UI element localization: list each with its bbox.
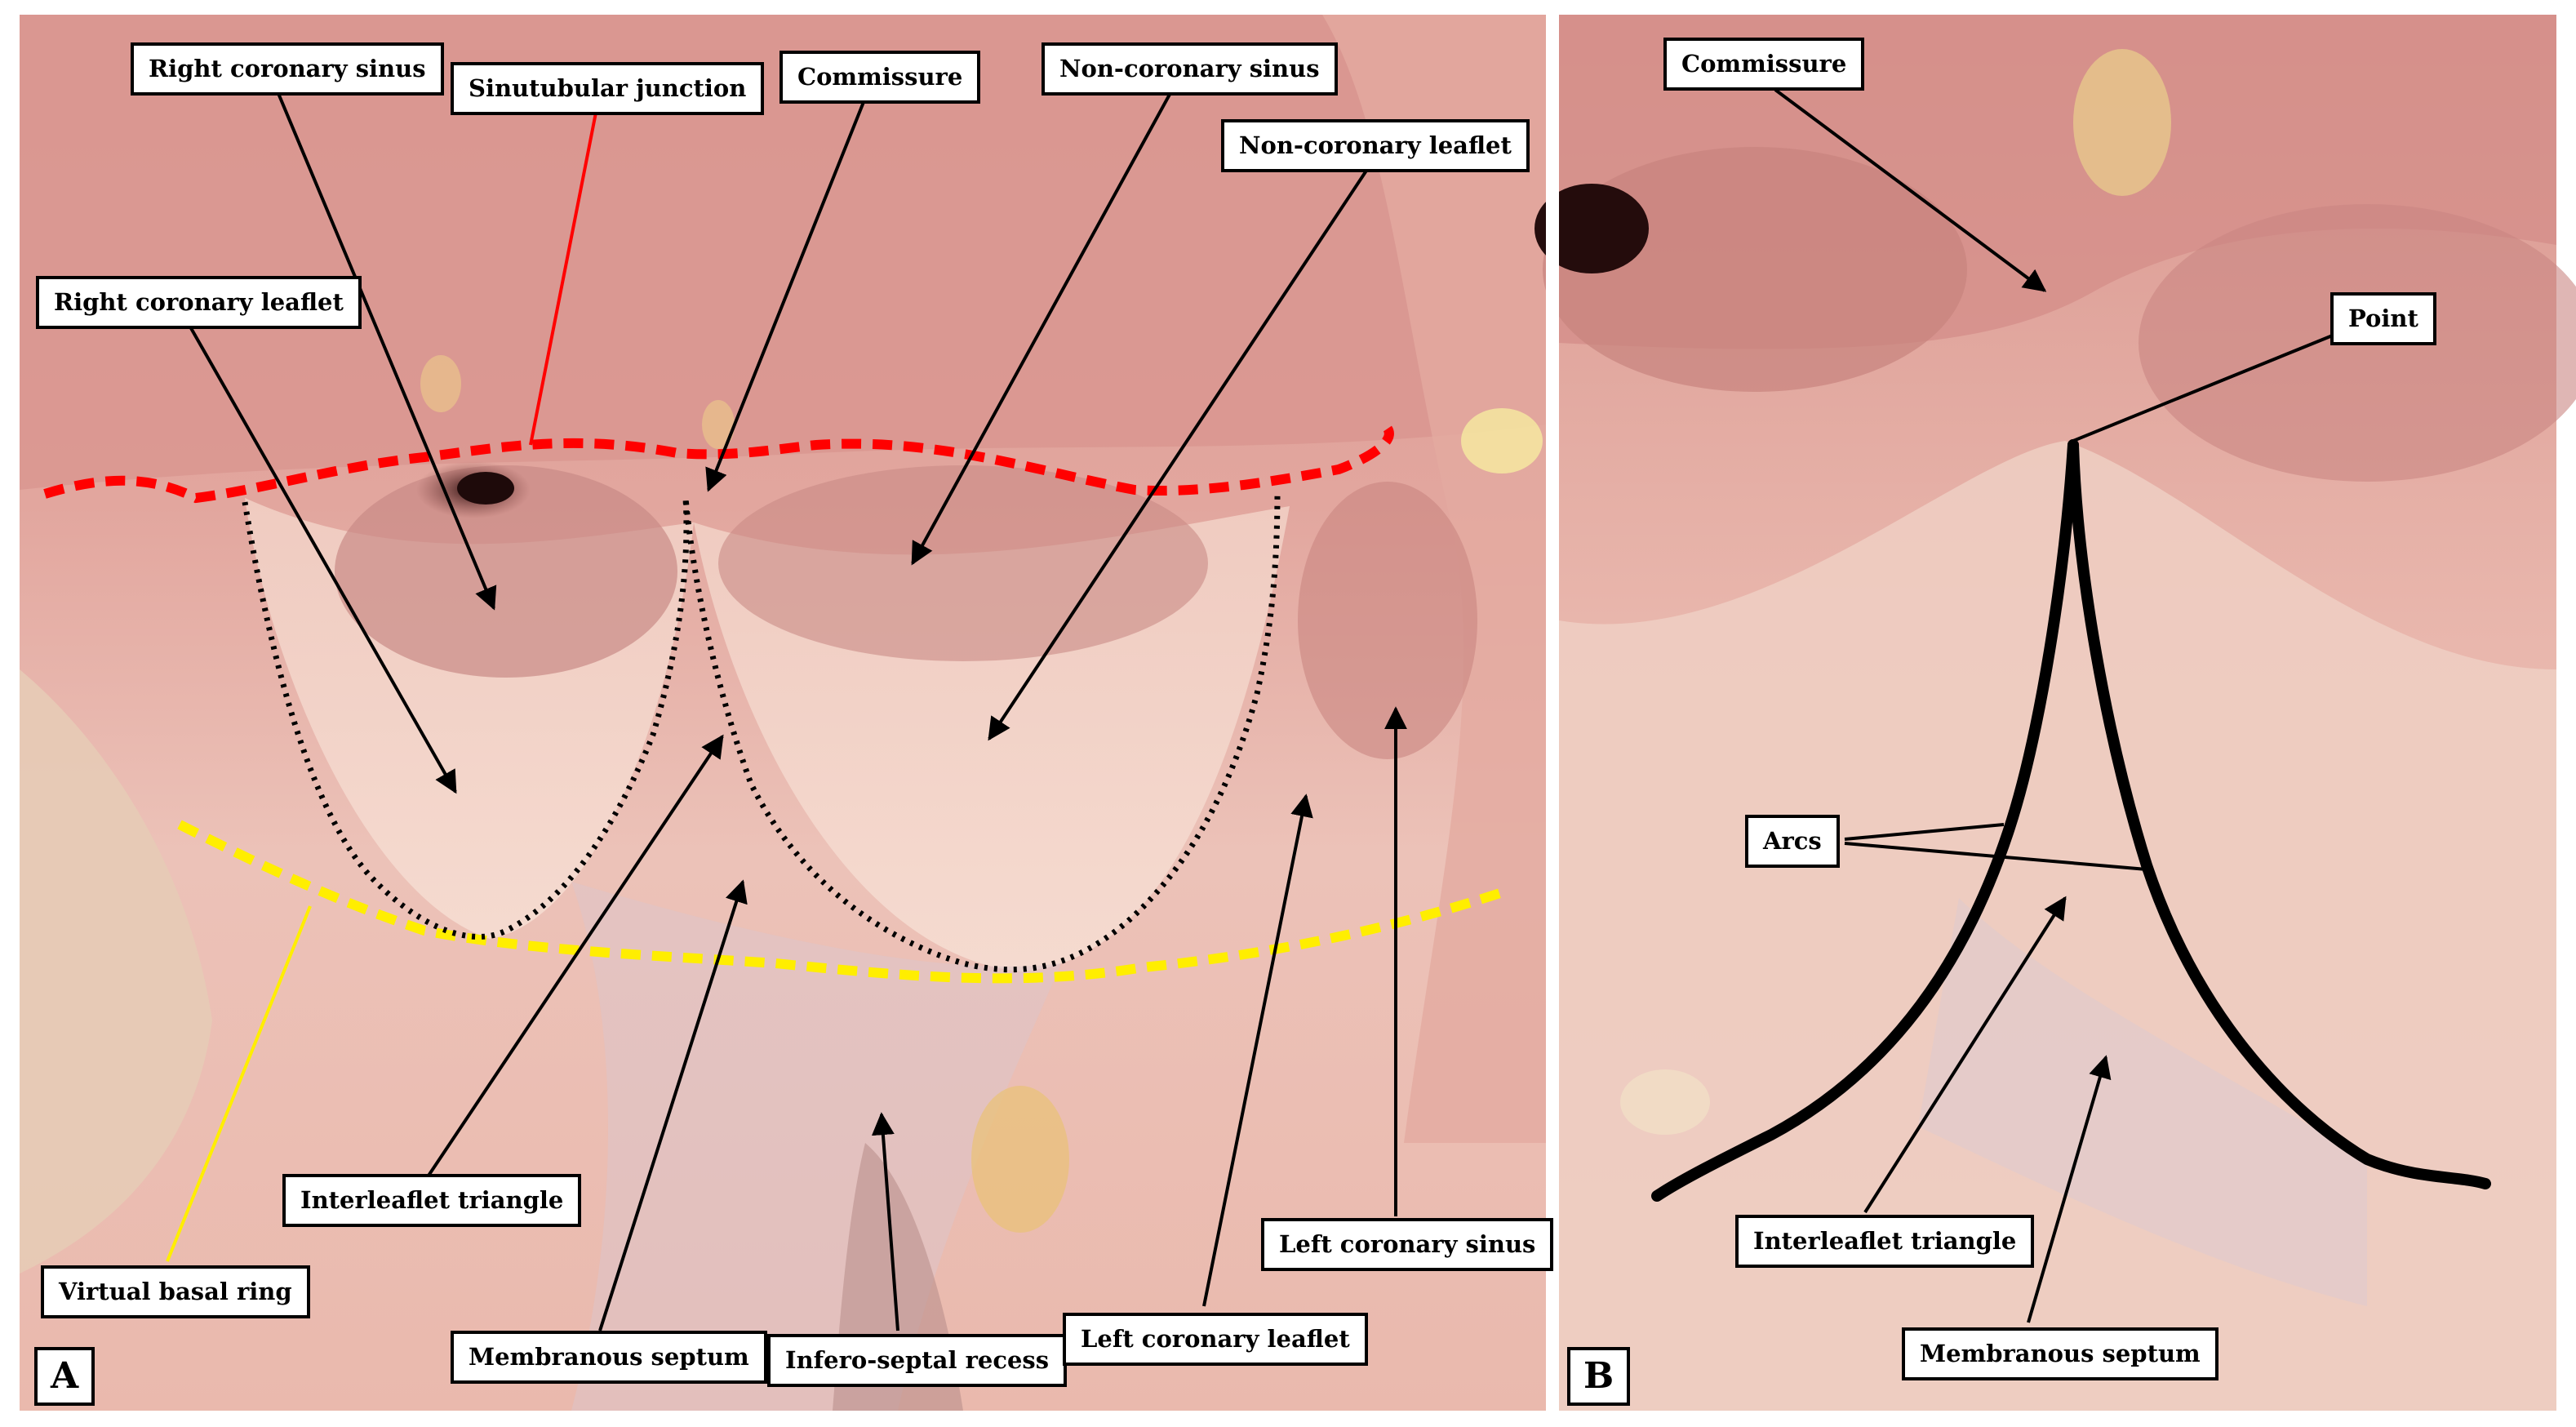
label-membranous-septum-a: Membranous septum	[451, 1331, 767, 1384]
label-right-coronary-leaflet: Right coronary leaflet	[36, 276, 362, 329]
label-infero-septal-recess: Infero-septal recess	[767, 1334, 1068, 1387]
label-commissure-a: Commissure	[779, 51, 981, 104]
label-commissure-b: Commissure	[1663, 38, 1865, 91]
label-non-coronary-sinus: Non-coronary sinus	[1042, 42, 1338, 96]
label-right-coronary-sinus: Right coronary sinus	[131, 42, 444, 96]
label-interleaflet-triangle-a: Interleaflet triangle	[282, 1174, 582, 1227]
label-virtual-basal-ring: Virtual basal ring	[41, 1265, 310, 1318]
panel-b-photo	[1534, 15, 2576, 1411]
panel-letter-b: B	[1567, 1347, 1631, 1406]
panel-a-photo	[20, 15, 1546, 1411]
label-sinutubular-junction: Sinutubular junction	[451, 62, 765, 115]
label-left-coronary-leaflet: Left coronary leaflet	[1063, 1313, 1368, 1366]
panel-letter-a: A	[34, 1347, 95, 1406]
label-arcs: Arcs	[1745, 815, 1840, 868]
label-non-coronary-leaflet: Non-coronary leaflet	[1221, 119, 1530, 172]
label-interleaflet-triangle-b: Interleaflet triangle	[1735, 1215, 2035, 1268]
label-membranous-septum-b: Membranous septum	[1902, 1327, 2218, 1380]
label-left-coronary-sinus: Left coronary sinus	[1261, 1218, 1554, 1271]
label-point: Point	[2330, 292, 2436, 345]
